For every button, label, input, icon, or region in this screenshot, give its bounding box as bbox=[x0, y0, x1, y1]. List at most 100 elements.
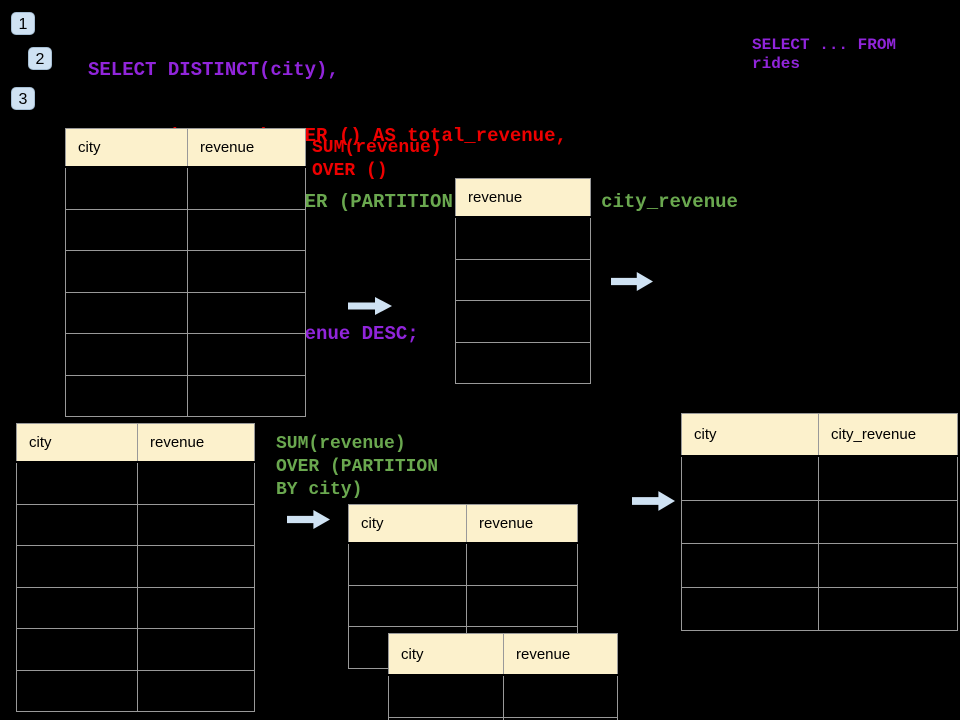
step-3-badge: 3 bbox=[11, 87, 35, 110]
table-row bbox=[65, 291, 306, 334]
table-result: city city_revenue bbox=[681, 413, 958, 631]
table-cell bbox=[16, 503, 138, 546]
table-total-revenue: revenue bbox=[455, 178, 591, 384]
column-header-city: city bbox=[681, 413, 819, 457]
total-window-label: SUM(revenue) OVER () bbox=[312, 138, 442, 181]
table-cell bbox=[65, 333, 188, 376]
column-header-revenue: revenue bbox=[466, 504, 578, 544]
table-cell bbox=[503, 716, 618, 720]
table-row bbox=[681, 455, 958, 501]
table-cell bbox=[818, 455, 958, 501]
table-input-bottom: city revenue bbox=[16, 423, 255, 712]
table-cell bbox=[455, 341, 591, 384]
table-input-top: city revenue bbox=[65, 128, 306, 417]
table-row bbox=[65, 374, 306, 417]
table-row bbox=[65, 333, 306, 376]
table-row bbox=[16, 545, 255, 588]
flow-arrow-2 bbox=[611, 271, 653, 297]
table-cell bbox=[65, 374, 188, 417]
table-header-row: city revenue bbox=[388, 633, 618, 676]
arrow-right-icon bbox=[632, 491, 675, 511]
table-cell bbox=[187, 250, 306, 293]
table-header-row: city revenue bbox=[348, 504, 578, 544]
arrow-right-icon bbox=[287, 510, 330, 529]
table-header-row: city revenue bbox=[65, 128, 306, 168]
table-cell bbox=[16, 628, 138, 671]
table-row bbox=[455, 216, 591, 260]
table-header-row: city city_revenue bbox=[681, 413, 958, 457]
table-cell bbox=[455, 300, 591, 343]
table-row bbox=[681, 543, 958, 588]
arrow-right-icon bbox=[611, 272, 653, 291]
column-header-revenue: revenue bbox=[137, 423, 255, 463]
table-cell bbox=[348, 584, 467, 627]
table-cell bbox=[187, 208, 306, 251]
table-cell bbox=[137, 545, 255, 588]
table-cell bbox=[681, 499, 819, 544]
table-cell bbox=[818, 499, 958, 544]
column-header-city: city bbox=[388, 633, 504, 676]
flow-arrow-3 bbox=[287, 509, 330, 535]
table-cell bbox=[348, 542, 467, 586]
table-cell bbox=[137, 503, 255, 546]
table-header-row: city revenue bbox=[16, 423, 255, 463]
step-2-badge: 2 bbox=[28, 47, 52, 70]
table-cell bbox=[137, 669, 255, 712]
table-cell bbox=[388, 674, 504, 718]
table-row bbox=[65, 250, 306, 293]
table-cell bbox=[16, 461, 138, 505]
column-header-city: city bbox=[16, 423, 138, 463]
sql-snippet-select-from-rides: SELECT ... FROM rides bbox=[752, 36, 897, 73]
table-row bbox=[16, 503, 255, 546]
column-header-revenue: revenue bbox=[503, 633, 618, 676]
table-row bbox=[455, 258, 591, 301]
table-row bbox=[681, 499, 958, 544]
table-row bbox=[65, 208, 306, 251]
table-cell bbox=[16, 545, 138, 588]
table-cell bbox=[466, 584, 578, 627]
column-header-revenue: revenue bbox=[455, 178, 591, 218]
table-row bbox=[388, 674, 618, 718]
table-header-row: revenue bbox=[455, 178, 591, 218]
table-row bbox=[65, 166, 306, 210]
table-cell bbox=[65, 250, 188, 293]
column-header-city: city bbox=[65, 128, 188, 168]
table-cell bbox=[187, 166, 306, 210]
column-header-revenue: revenue bbox=[187, 128, 306, 168]
table-cell bbox=[818, 543, 958, 588]
table-cell bbox=[818, 586, 958, 631]
table-row bbox=[16, 461, 255, 505]
table-cell bbox=[137, 461, 255, 505]
partition-window-label: SUM(revenue) OVER (PARTITION BY city) bbox=[276, 434, 439, 500]
table-cell bbox=[187, 374, 306, 417]
sql-line-select: SELECT DISTINCT(city), bbox=[88, 59, 339, 81]
table-row bbox=[681, 586, 958, 631]
step-1-badge: 1 bbox=[11, 12, 35, 35]
table-cell bbox=[137, 628, 255, 671]
table-cell bbox=[65, 208, 188, 251]
table-row bbox=[16, 586, 255, 629]
table-row bbox=[455, 300, 591, 343]
table-cell bbox=[16, 586, 138, 629]
table-row bbox=[16, 628, 255, 671]
flow-arrow-4 bbox=[632, 490, 675, 517]
table-cell bbox=[681, 455, 819, 501]
table-cell bbox=[16, 669, 138, 712]
arrow-right-icon bbox=[348, 297, 392, 315]
table-row bbox=[388, 716, 618, 720]
column-header-city: city bbox=[348, 504, 467, 544]
table-cell bbox=[65, 166, 188, 210]
table-cell bbox=[455, 216, 591, 260]
table-partition-b: city revenue bbox=[388, 633, 618, 720]
table-cell bbox=[503, 674, 618, 718]
table-cell bbox=[455, 258, 591, 301]
table-row bbox=[455, 341, 591, 384]
table-row bbox=[348, 584, 578, 627]
table-cell bbox=[681, 543, 819, 588]
table-row bbox=[16, 669, 255, 712]
table-cell bbox=[137, 586, 255, 629]
table-cell bbox=[187, 291, 306, 334]
table-cell bbox=[187, 333, 306, 376]
table-cell bbox=[65, 291, 188, 334]
